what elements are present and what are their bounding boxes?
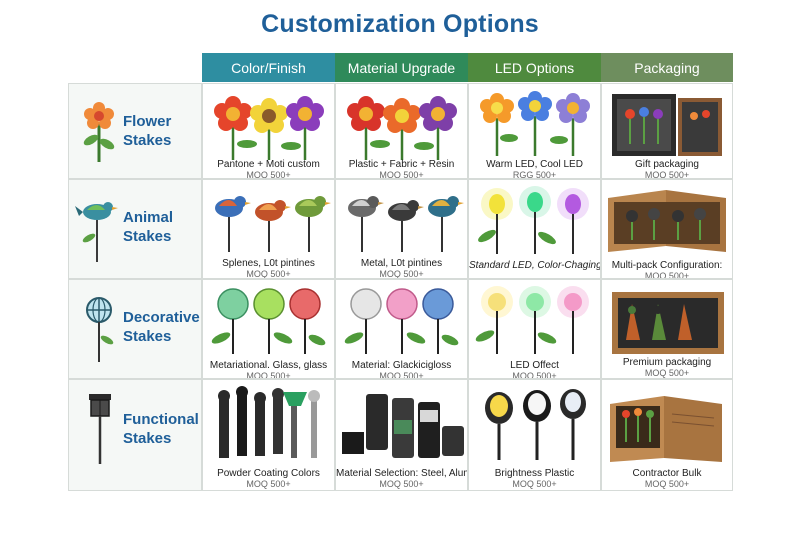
cell-moq: MOQ 500+	[644, 368, 690, 378]
cell-moq: MOQ 500+	[379, 371, 424, 379]
flower-stakes-image	[214, 96, 324, 160]
bulk-carton-image	[610, 396, 722, 462]
cell-caption: Splenes, L0t pintines	[222, 258, 315, 269]
cell-moq: RGG 500+	[512, 170, 557, 179]
cell-functional-color-finish: Powder Coating Colors MOQ 500+	[202, 379, 335, 491]
cell-animal-color-finish: Splenes, L0t pintines MOQ 500+	[202, 179, 335, 279]
led-flower-image	[480, 91, 590, 156]
cell-decorative-led-options: LED Offect MOQ 500+	[468, 279, 601, 379]
led-bulb-stakes-image	[475, 286, 589, 354]
cell-moq: MOQ 500+	[644, 271, 690, 279]
flower-stakes-image	[347, 96, 457, 160]
cell-decorative-material-upgrade: Material: Glackicigloss MOQ 500+	[335, 279, 468, 379]
row-label-line1: Functional	[123, 411, 199, 428]
spotlight-stakes-image	[485, 389, 586, 460]
cell-functional-material-upgrade: Material Selection: Steel, Aluminius MOQ…	[335, 379, 468, 491]
row-label-functional-stakes: Functional Stakes	[68, 379, 202, 491]
row-label-line2: Stakes	[123, 132, 172, 149]
globe-lantern-icon	[86, 297, 114, 362]
cell-moq: MOQ 500+	[246, 269, 291, 279]
multi-pack-box-image	[608, 190, 726, 252]
cell-moq: MOQ 500+	[246, 170, 291, 179]
cell-moq: MOQ 500+	[379, 479, 424, 489]
page-title: Customization Options	[261, 10, 539, 38]
row-label-line2: Stakes	[123, 228, 172, 245]
column-header-material-upgrade: Material Upgrade	[335, 53, 468, 82]
row-label-animal-stakes: Animal Stakes	[68, 179, 202, 279]
cell-caption: Plastic + Fabric + Resin	[348, 159, 455, 170]
cell-moq: MOQ 500+	[246, 371, 291, 379]
cell-moq: MOQ 500+	[512, 371, 557, 379]
cell-caption: Premium packaging	[622, 357, 712, 368]
cell-caption: Multi-pack Configuration:	[611, 260, 723, 271]
column-header-packaging: Packaging	[601, 53, 733, 82]
cell-caption: Material Selection: Steel, Aluminius	[336, 468, 467, 479]
cell-caption: Gift packaging	[635, 159, 699, 170]
cell-caption: Warm LED, Cool LED	[486, 159, 583, 170]
cell-caption: Powder Coating Colors	[217, 468, 320, 479]
row-label-line2: Stakes	[123, 328, 172, 345]
cell-moq: MOQ 500+	[512, 479, 557, 489]
cell-caption: LED Offect	[510, 360, 559, 371]
cell-animal-material-upgrade: Metal, L0t pintines MOQ 500+	[335, 179, 468, 279]
metal-bird-image	[348, 196, 464, 252]
cell-caption: Brightness Plastic	[494, 468, 575, 479]
bird-icon	[75, 202, 118, 262]
cell-flower-color-finish: Pantone + Moti custom MOQ 500+	[202, 83, 335, 179]
cell-decorative-packaging: Premium packaging MOQ 500+	[601, 279, 733, 379]
cell-caption: Material: Glackicigloss	[351, 360, 452, 371]
row-label-line1: Decorative	[123, 309, 200, 326]
glass-globe-image	[344, 288, 459, 354]
cell-moq: MOQ 500+	[379, 170, 424, 179]
column-header-led-options: LED Options	[468, 53, 601, 82]
cell-moq: MOQ 500+	[379, 269, 424, 279]
cell-flower-packaging: Gift packaging MOQ 500+	[601, 83, 733, 179]
row-label-line1: Flower	[123, 113, 172, 130]
cell-flower-material-upgrade: Plastic + Fabric + Resin MOQ 500+	[335, 83, 468, 179]
cell-functional-packaging: Contractor Bulk MOQ 500+	[601, 379, 733, 491]
cell-decorative-color-finish: Metariational. Glass, glass MOQ 500+	[202, 279, 335, 379]
cell-caption: Metal, L0t pintines	[360, 258, 443, 269]
gift-box-image	[612, 94, 722, 156]
cell-animal-led-options: Standard LED, Color-Chaging	[468, 179, 601, 279]
flower-icon	[83, 102, 115, 162]
powder-coated-stakes-image	[218, 386, 320, 458]
led-tulip-image	[478, 186, 589, 254]
cell-caption: Pantone + Moti custom	[217, 159, 320, 170]
cell-functional-led-options: Brightness Plastic MOQ 500+	[468, 379, 601, 491]
row-label-line2: Stakes	[123, 430, 172, 447]
row-label-line1: Animal	[123, 209, 174, 226]
crackle-globe-image	[211, 288, 326, 354]
row-label-flower-stakes: Flower Stakes	[68, 83, 202, 179]
premium-box-image	[612, 292, 724, 354]
cell-caption: Metariational. Glass, glass	[209, 360, 328, 371]
cell-moq: MOQ 500+	[246, 479, 291, 489]
column-header-color-finish: Color/Finish	[202, 53, 335, 82]
row-label-decorative-stakes: Decorative Stakes	[68, 279, 202, 379]
bird-stakes-image	[215, 196, 331, 252]
options-grid: Color/Finish Material Upgrade LED Option…	[68, 53, 733, 491]
cell-animal-packaging: Multi-pack Configuration: MOQ 500+	[601, 179, 733, 279]
solar-light-icon	[89, 394, 111, 464]
cell-moq: MOQ 500+	[644, 479, 690, 489]
cell-caption: Standard LED, Color-Chaging	[469, 260, 601, 271]
cell-flower-led-options: Warm LED, Cool LED RGG 500+	[468, 83, 601, 179]
cell-moq: MOQ 500+	[644, 170, 690, 179]
steel-aluminium-parts-image	[342, 394, 464, 458]
cell-caption: Contractor Bulk	[632, 468, 702, 479]
